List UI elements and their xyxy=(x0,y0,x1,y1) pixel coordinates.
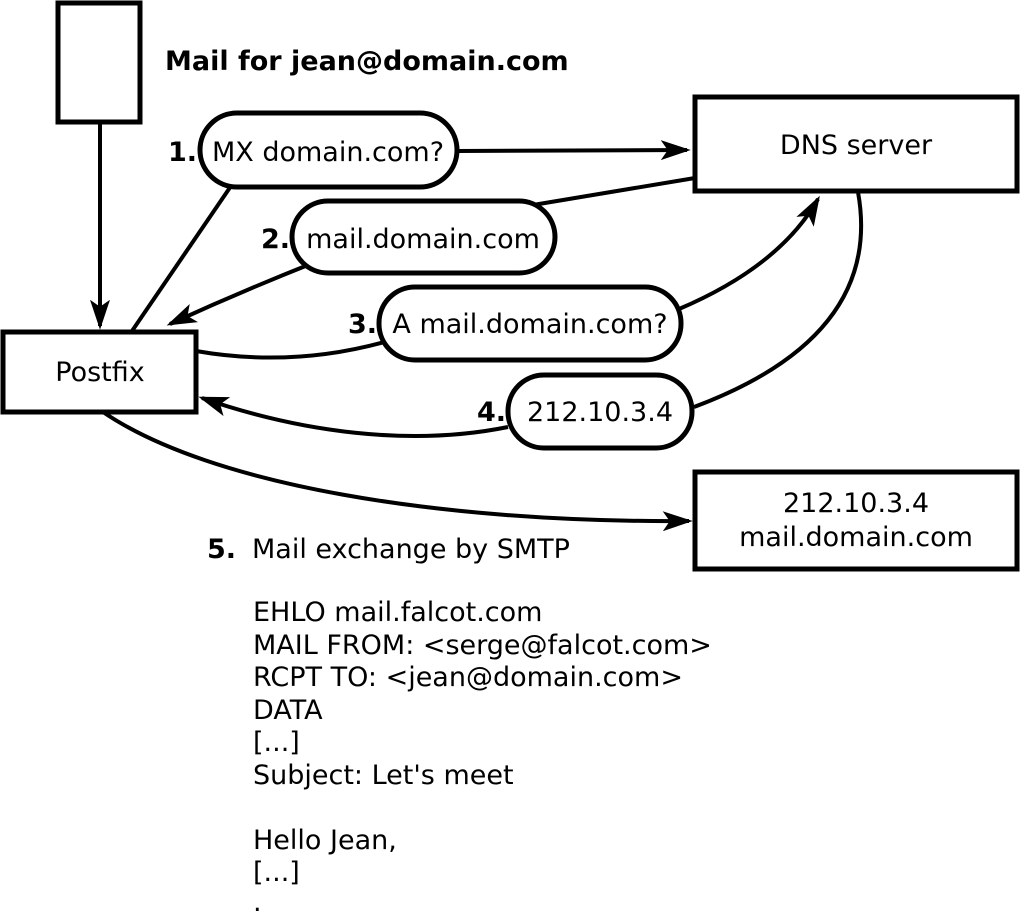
step-1-label: MX domain.com? xyxy=(212,137,444,168)
step-5-number: 5. xyxy=(207,534,236,565)
smtp-line: Subject: Let's meet xyxy=(253,760,514,791)
mailserver-host-label: mail.domain.com xyxy=(739,522,973,553)
line-dns-to-reply2 xyxy=(532,176,696,207)
mailserver-ip-label: 212.10.3.4 xyxy=(783,488,929,519)
step-3-number: 3. xyxy=(348,309,377,340)
step-3-label: A mail.domain.com? xyxy=(392,309,667,340)
smtp-line: DATA xyxy=(253,695,323,726)
smtp-line: EHLO mail.falcot.com xyxy=(253,597,542,628)
step-5-label: Mail exchange by SMTP xyxy=(252,534,570,565)
mail-envelope-node xyxy=(55,0,143,125)
diagram-title: Mail for jean@domain.com xyxy=(165,46,569,77)
bubble-query-a xyxy=(376,284,684,363)
arrow-query1-to-dns xyxy=(457,140,691,161)
postfix-node xyxy=(0,329,199,415)
bubble-reply-mx xyxy=(289,198,558,276)
bubble-reply-a xyxy=(505,372,695,451)
line-postfix-to-query1 xyxy=(130,184,233,333)
dns-server-node xyxy=(692,94,1020,194)
smtp-session-transcript: EHLO mail.falcot.com MAIL FROM: <serge@f… xyxy=(253,597,712,918)
bubble-query-mx xyxy=(197,110,460,190)
arrow-query3-to-dns xyxy=(678,195,820,311)
smtp-line: Hello Jean, xyxy=(253,825,397,856)
arrow-reply4-to-postfix xyxy=(198,396,509,438)
line-postfix-to-query3 xyxy=(195,339,389,360)
step-4-number: 4. xyxy=(477,397,506,428)
smtp-line: [...] xyxy=(253,727,300,758)
dns-server-label: DNS server xyxy=(780,130,933,161)
smtp-line: [...] xyxy=(253,857,300,888)
smtp-line: . xyxy=(253,887,262,918)
smtp-line: RCPT TO: <jean@domain.com> xyxy=(253,662,683,693)
line-dns-to-reply4 xyxy=(693,191,864,409)
step-2-label: mail.domain.com xyxy=(306,224,540,255)
step-1-number: 1. xyxy=(168,137,197,168)
mailserver-node xyxy=(692,469,1020,572)
arrow-reply2-to-postfix xyxy=(166,261,314,326)
arrow-postfix-to-mailserver xyxy=(101,410,693,532)
step-4-label: 212.10.3.4 xyxy=(527,397,673,428)
smtp-line: MAIL FROM: <serge@falcot.com> xyxy=(253,630,712,661)
step-2-number: 2. xyxy=(261,224,290,255)
postfix-label: Postfix xyxy=(55,357,144,388)
